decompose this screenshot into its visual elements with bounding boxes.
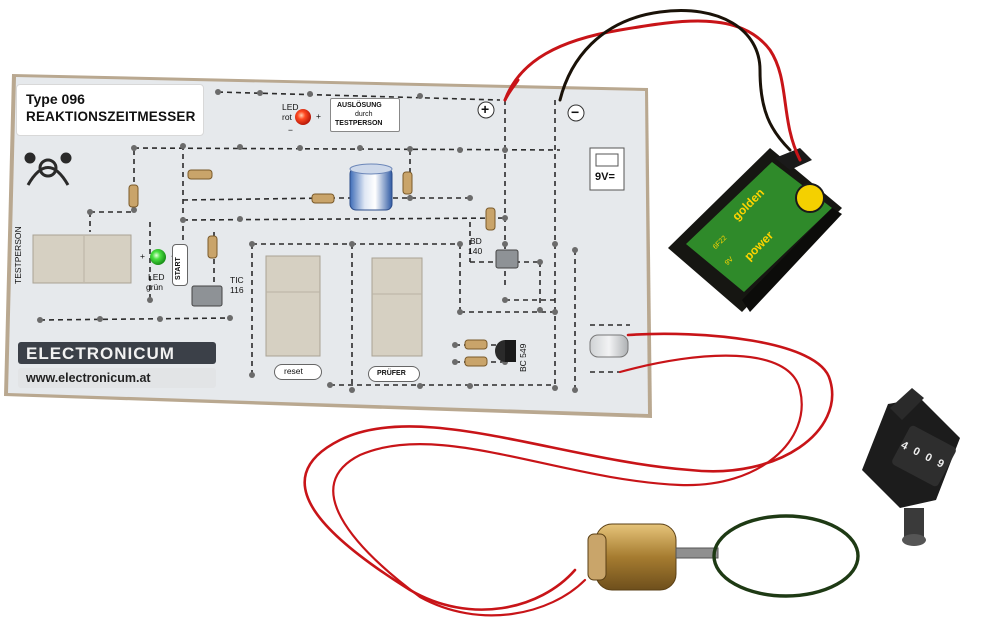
battery-9v — [668, 148, 842, 312]
brand-label: ELECTRONICUM — [26, 344, 175, 363]
testperson-label: TESTPERSON — [13, 226, 23, 284]
tic-number: 116 — [230, 285, 244, 295]
title-panel — [16, 84, 204, 136]
transistors — [191, 249, 519, 362]
motor-wire — [303, 332, 834, 617]
minus-terminal-label: − — [571, 104, 580, 120]
mechanical-counter — [862, 388, 960, 546]
tic-label: TIC — [230, 275, 244, 285]
led-green-plus: + — [140, 251, 145, 261]
start-tag — [172, 244, 188, 286]
reed-switch — [589, 334, 629, 358]
people-logo-icon — [24, 152, 72, 186]
board-title: REAKTIONSZEITMESSER — [26, 109, 196, 124]
led-green-color-label: grün — [146, 282, 164, 292]
start-label: START — [175, 257, 182, 280]
battery-socket-icon — [589, 147, 625, 191]
reset-tag — [274, 364, 322, 380]
led-green-icon — [150, 249, 166, 265]
ausloesung-line3: TESTPERSON — [335, 120, 383, 127]
pruefer-label: PRÜFER — [377, 370, 406, 377]
url-panel — [18, 368, 216, 388]
reset-label: reset — [284, 366, 303, 376]
bd-label: BD — [470, 236, 482, 246]
contact-plates — [32, 234, 423, 357]
circuit-board — [4, 74, 652, 418]
led-red-label: LED — [282, 102, 299, 112]
bd-number: 140 — [468, 246, 483, 256]
ausloesung-line2: durch — [355, 111, 373, 118]
resistors — [128, 169, 496, 367]
led-red-icon — [295, 109, 311, 125]
battery-wires — [503, 9, 802, 162]
type-label: Type 096 — [26, 91, 85, 107]
website-label: www.electronicum.at — [26, 371, 151, 385]
bc-label: BC 549 — [518, 343, 528, 372]
ausloesung-panel — [330, 98, 400, 132]
battery-socket-label: 9V= — [595, 171, 615, 183]
led-green-label: LED — [148, 272, 165, 282]
ausloesung-line1: AUSLÖSUNG — [337, 102, 382, 109]
led-red-plus: + — [316, 111, 321, 121]
solder-dots — [37, 89, 578, 393]
led-red-minus: − — [288, 125, 293, 135]
pruefer-tag — [368, 366, 420, 382]
brand-bar — [18, 342, 216, 364]
electrolytic-capacitor — [349, 163, 393, 211]
dc-motor — [587, 514, 860, 598]
plus-terminal-label: + — [481, 101, 490, 117]
led-red-color-label: rot — [282, 112, 292, 122]
polarity-markers — [477, 101, 585, 122]
